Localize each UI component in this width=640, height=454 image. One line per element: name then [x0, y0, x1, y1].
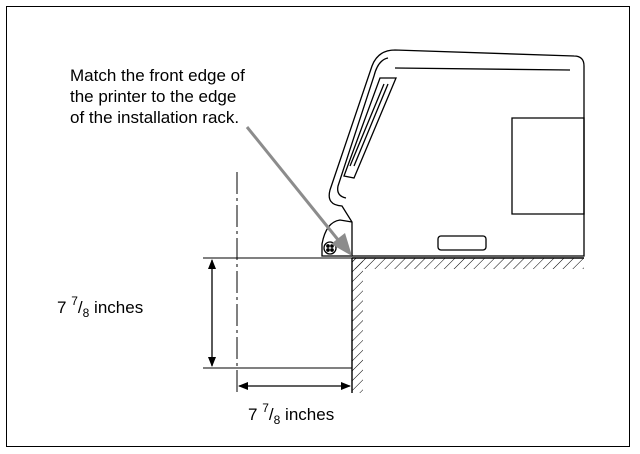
horizontal-dimension-label: 7 7/8 inches: [248, 401, 335, 427]
rack-top-hatch: [352, 258, 584, 269]
printer-illustration: [321, 49, 585, 257]
dimension-unit: inches: [285, 405, 335, 424]
dimension-unit: inches: [94, 298, 144, 317]
dimension-denominator: 8: [82, 306, 90, 320]
dimension-numerator: 7: [262, 401, 269, 415]
callout-line: the printer to the edge: [70, 87, 237, 106]
dimension-numerator: 7: [71, 294, 78, 308]
callout-line: Match the front edge of: [70, 66, 245, 85]
callout-text: Match the front edge of the printer to t…: [70, 65, 245, 128]
rack-front-hatch: [352, 258, 363, 393]
callout-line: of the installation rack.: [70, 108, 240, 127]
dimension-whole: 7: [248, 405, 258, 424]
dimension-denominator: 8: [273, 413, 281, 427]
dimension-whole: 7: [57, 298, 67, 317]
callout-pointer-arrow: [245, 126, 352, 256]
vertical-dimension-label: 7 7/8 inches: [57, 294, 144, 320]
